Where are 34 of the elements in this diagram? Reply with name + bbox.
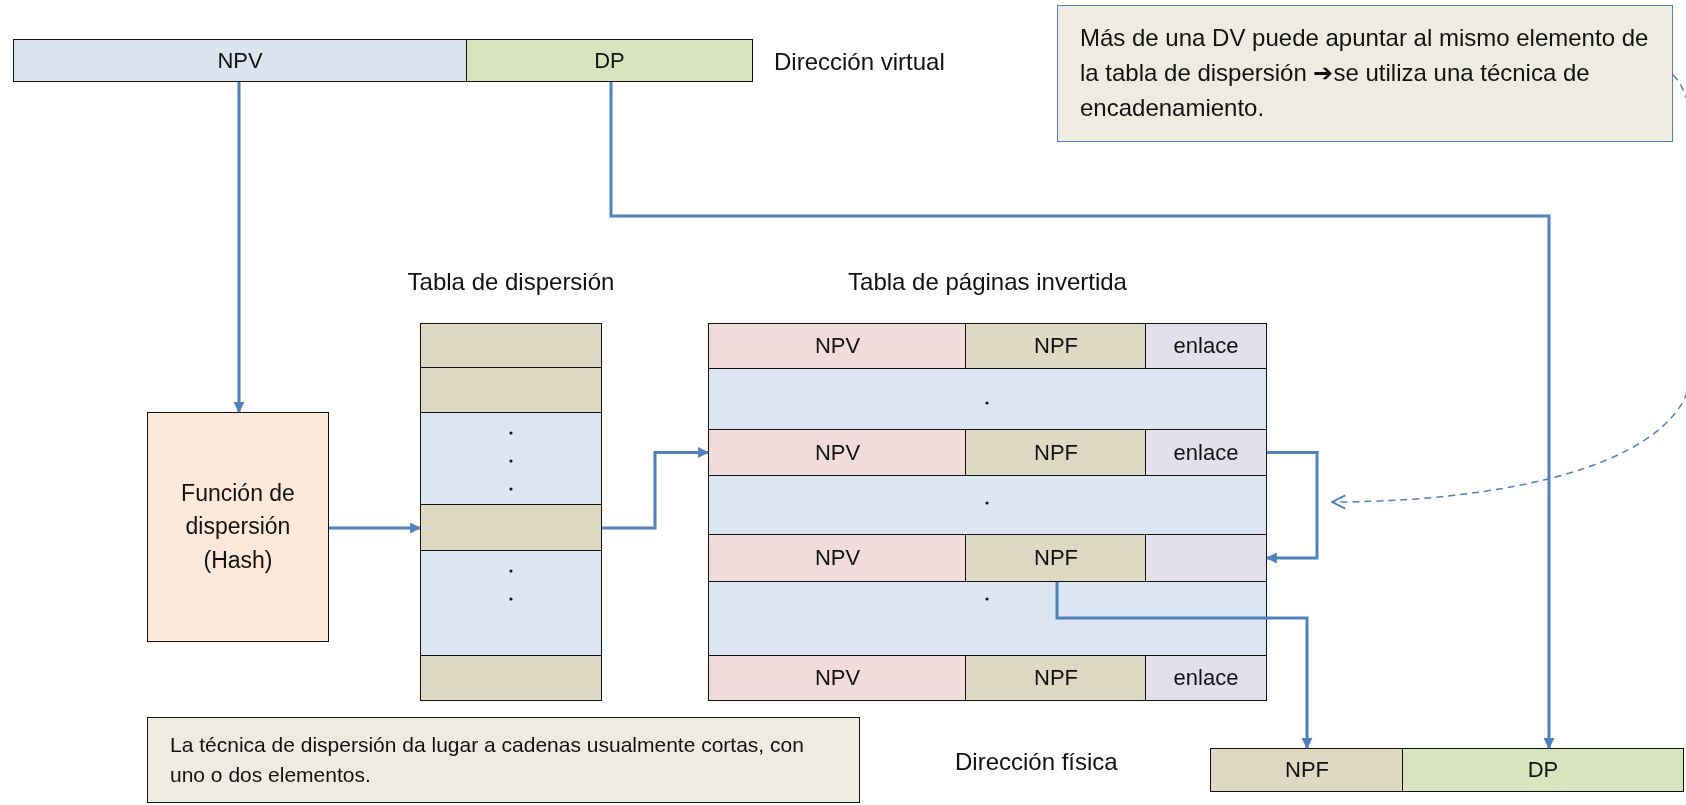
table-row (420, 367, 602, 413)
table-cell: NPF (965, 655, 1147, 701)
table-title: Tabla de dispersión (407, 268, 615, 296)
table-cell: enlace (1145, 429, 1267, 476)
table-row (420, 504, 602, 551)
address-label: Dirección física (955, 748, 1118, 776)
address-label: Dirección virtual (774, 48, 945, 76)
note-box: Más de una DV puede apuntar al mismo elemento de la tabla de dispersión ➔se utiliza una técnica de encadenamiento. (1057, 5, 1673, 142)
table-row (420, 323, 602, 369)
arrow (602, 447, 710, 530)
table-cell: NPV (708, 323, 967, 369)
table-title: Tabla de páginas invertida (848, 268, 1127, 296)
note-box: La técnica de dispersión da lugar a cadenas usualmente cortas, con uno o dos elementos. (147, 717, 860, 803)
table-cell: NPF (965, 323, 1147, 369)
table-cell: NPF (965, 429, 1147, 476)
address-segment: NPV (13, 39, 467, 82)
address-segment: NPF (1210, 748, 1404, 792)
address-segment: DP (1402, 748, 1684, 792)
table-cell: enlace (1145, 655, 1267, 701)
table-cell: NPV (708, 429, 967, 476)
arrow (609, 82, 1555, 750)
address-segment: DP (466, 39, 753, 82)
arrow (233, 82, 245, 414)
arrow (1055, 582, 1313, 750)
arrow (1265, 451, 1319, 564)
table-row (420, 655, 602, 701)
table-cell: enlace (1145, 323, 1267, 369)
table-cell (1145, 534, 1267, 582)
table-cell: NPV (708, 655, 967, 701)
process-box: Función de dispersión (Hash) (147, 412, 329, 642)
table-cell: NPV (708, 534, 967, 582)
table-cell: NPF (965, 534, 1147, 582)
arrow (329, 522, 422, 534)
dashed-arrow (1331, 74, 1686, 510)
